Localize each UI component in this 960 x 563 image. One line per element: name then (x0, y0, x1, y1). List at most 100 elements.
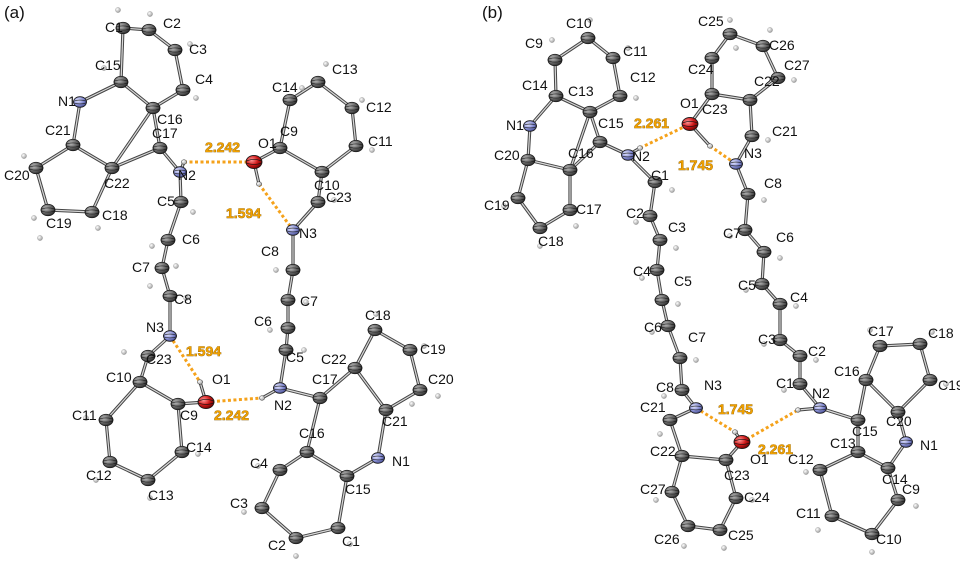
hydrogen-atom (147, 283, 153, 289)
atom-label: C10 (106, 369, 132, 385)
atom-label: C2 (163, 15, 181, 31)
atom-label: C20 (4, 167, 30, 183)
atom-principal-axis (813, 405, 827, 411)
atom-label: C20 (494, 147, 520, 163)
atom-label: C6 (254, 313, 272, 329)
atom-c (742, 93, 758, 107)
atom-label: N1 (506, 117, 524, 133)
bond-highlight (139, 381, 179, 405)
atom-principal-axis (245, 159, 263, 165)
atom-c (173, 195, 189, 209)
hydrogen-atom (101, 65, 107, 71)
atom-label: C13 (148, 487, 174, 503)
atom-label: N2 (812, 385, 830, 401)
atom-label: C12 (86, 467, 112, 483)
atom-principal-axis (642, 213, 658, 219)
atom-label: C19 (938, 377, 960, 393)
hydrogen-bond (205, 396, 263, 404)
atom-label: C10 (566, 15, 592, 31)
hydrogen-atom (147, 11, 153, 17)
atom-label: C19 (46, 215, 72, 231)
hydrogen-atom (765, 137, 771, 143)
atom-principal-axis (330, 525, 346, 531)
atom-c (712, 523, 728, 537)
hydrogen-atom (693, 357, 699, 363)
hydrogen-atom (195, 451, 201, 457)
atom-principal-axis (167, 47, 183, 53)
atom-principal-axis (160, 237, 176, 243)
atom-principal-axis (689, 405, 703, 411)
atom-principal-axis (173, 199, 189, 205)
atom-label: C9 (525, 35, 543, 51)
atom-label: N1 (392, 453, 410, 469)
atom-principal-axis (197, 399, 215, 405)
atom-label: C18 (365, 307, 391, 323)
atom-label: C2 (268, 537, 286, 553)
atom-c (728, 491, 744, 505)
bond-highlight (354, 329, 376, 369)
atom-label: C22 (104, 175, 130, 191)
atom-c (605, 51, 621, 65)
bond-highlight (152, 107, 161, 149)
bond-highlight (831, 515, 873, 535)
atom-n (371, 452, 385, 464)
hydrogen-atom (929, 329, 935, 335)
bond-highlight (409, 349, 421, 391)
atom-label: C21 (382, 413, 408, 429)
hydrogen-atom (31, 215, 37, 221)
atom-label: C1 (342, 533, 360, 549)
atom-principal-axis (742, 97, 758, 103)
bond-highlight (147, 451, 183, 481)
atom-c (510, 191, 526, 205)
atom-principal-axis (592, 139, 608, 145)
atom-o (245, 155, 263, 169)
atom-principal-axis (654, 297, 670, 303)
hydrogen-atom (347, 541, 353, 547)
atom-label: C16 (568, 145, 594, 161)
hydrogen-atom (761, 341, 767, 347)
atom-principal-axis (737, 227, 753, 233)
hydrogen-atom (435, 393, 441, 399)
atom-principal-axis (740, 191, 756, 197)
atom-principal-axis (890, 409, 906, 415)
hydrogen-atom (267, 327, 273, 333)
atom-h (256, 181, 263, 187)
atom-principal-axis (792, 381, 808, 387)
atom-principal-axis (562, 207, 578, 213)
hydrogen-bond (168, 335, 202, 383)
hydrogen-atom (537, 243, 543, 249)
atom-label: C3 (758, 331, 776, 347)
atom-n (273, 382, 287, 394)
atom-c (562, 203, 578, 217)
atom-label: C14 (522, 77, 548, 93)
atom-label: C16 (834, 363, 860, 379)
atom-principal-axis (772, 337, 788, 343)
atom-label: C4 (790, 289, 808, 305)
atom-label: C5 (674, 273, 692, 289)
atom-principal-axis (140, 477, 156, 483)
bond-highlight (79, 81, 122, 103)
atom-label: C4 (633, 263, 651, 279)
bond-highlight (306, 397, 321, 453)
atom-h (732, 429, 739, 435)
atom-c (660, 319, 676, 333)
atom-principal-axis (850, 417, 866, 423)
atom-n (689, 402, 703, 414)
atom-principal-axis (174, 449, 190, 455)
atom-principal-axis (367, 327, 383, 333)
hbond-distance-label: 1.594 (226, 205, 261, 221)
atom-label: C16 (157, 111, 183, 127)
hydrogen-atom (815, 527, 821, 533)
hydrogen-atom (681, 543, 687, 549)
atom-label: C5 (286, 349, 304, 365)
panel-label-b: (b) (482, 3, 503, 22)
atom-label: C22 (321, 351, 347, 367)
atom-principal-axis (755, 43, 771, 49)
atom-c (344, 101, 360, 115)
atom-c (812, 463, 828, 477)
bond-highlight (919, 343, 931, 381)
atom-n (813, 402, 827, 414)
bond-highlight (725, 459, 737, 499)
atom-principal-axis (580, 35, 596, 41)
atom-n (286, 224, 300, 236)
